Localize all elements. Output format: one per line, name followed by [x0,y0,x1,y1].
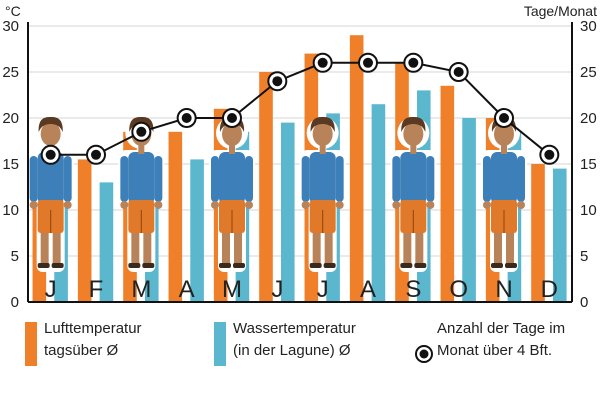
air-temperature-bar [77,159,92,302]
wind-days-marker [40,144,61,165]
left-tick-label: 5 [11,248,19,265]
wind-days-marker [494,108,514,128]
wind-days-marker [358,52,378,73]
right-tick-label: 5 [580,248,588,265]
person-icon [209,116,255,272]
month-label: F [89,276,104,303]
wind-days-marker [176,108,197,128]
legend-air: Lufttemperatur tagsüber Ø [44,318,142,362]
wind-days-marker [403,52,424,73]
wind-days-marker [131,121,152,142]
person-icon [481,116,527,272]
water-temperature-bar [190,159,204,302]
air-temperature-bar [531,164,545,302]
month-label: M [131,276,151,303]
water-temperature-bar [552,168,567,302]
legend-air-line2: tagsüber Ø [44,342,119,359]
air-temperature-bar [259,72,273,302]
month-label: J [271,276,283,303]
wind-days-marker [312,52,333,73]
legend-air-swatch [25,322,37,366]
wind-days-marker [86,144,106,165]
right-tick-label: 15 [580,156,597,173]
legend-wind: Anzahl der Tage im Monat über 4 Bft. [437,318,565,362]
left-tick-label: 25 [2,64,19,81]
right-tick-label: 0 [580,294,588,311]
figures [27,116,527,272]
left-tick-label: 15 [2,156,19,173]
right-tick-label: 10 [580,202,597,219]
wind-days-marker [448,62,469,82]
wind-days-marker [222,108,242,128]
air-temperature-bar [440,85,455,302]
person-icon [390,116,437,272]
left-tick-label: 0 [11,294,19,311]
month-label: A [360,276,376,303]
month-label: J [45,276,57,303]
left-tick-label: 10 [2,202,19,219]
wind-days-marker [539,144,560,165]
left-tick-label: 20 [2,110,19,127]
legend-wind-line1: Anzahl der Tage im [437,320,566,337]
right-axis-unit: Tage/Monat [524,3,597,19]
legend-water-swatch [214,322,226,366]
wind-days-marker [267,71,288,92]
legend-water-line1: Wassertemperatur [233,320,356,337]
month-label: D [541,276,558,303]
person-icon [27,116,74,272]
left-axis-unit: °C [5,3,21,19]
month-label: N [495,276,512,303]
water-temperature-bar [462,118,476,302]
legend-water: Wassertemperatur (in der Lagune) Ø [233,318,356,362]
right-tick-label: 20 [580,110,597,127]
person-icon [118,116,165,272]
axes [27,22,573,303]
air-temperature-bar [349,35,364,302]
legend-wind-marker [415,345,433,363]
wind-days-line [40,52,560,165]
legend-water-line2: (in der Lagune) Ø [233,342,351,359]
left-tick-label: 30 [2,18,19,35]
month-label: S [405,276,421,303]
person-icon [299,116,346,272]
month-label: O [449,276,468,303]
water-temperature-bar [280,122,295,302]
water-temperature-bar [371,104,386,302]
legend-air-line1: Lufttemperatur [44,320,142,337]
air-temperature-bar [168,131,183,302]
month-label: J [317,276,329,303]
tick-labels: 0 0 5 5 10 10 15 15 20 20 25 25 30 30 [2,18,596,311]
month-label: M [222,276,242,303]
right-tick-label: 25 [580,64,597,81]
right-tick-label: 30 [580,18,597,35]
legend-wind-line2: Monat über 4 Bft. [437,342,553,359]
water-temperature-bar [99,182,114,302]
month-label: A [179,276,195,303]
